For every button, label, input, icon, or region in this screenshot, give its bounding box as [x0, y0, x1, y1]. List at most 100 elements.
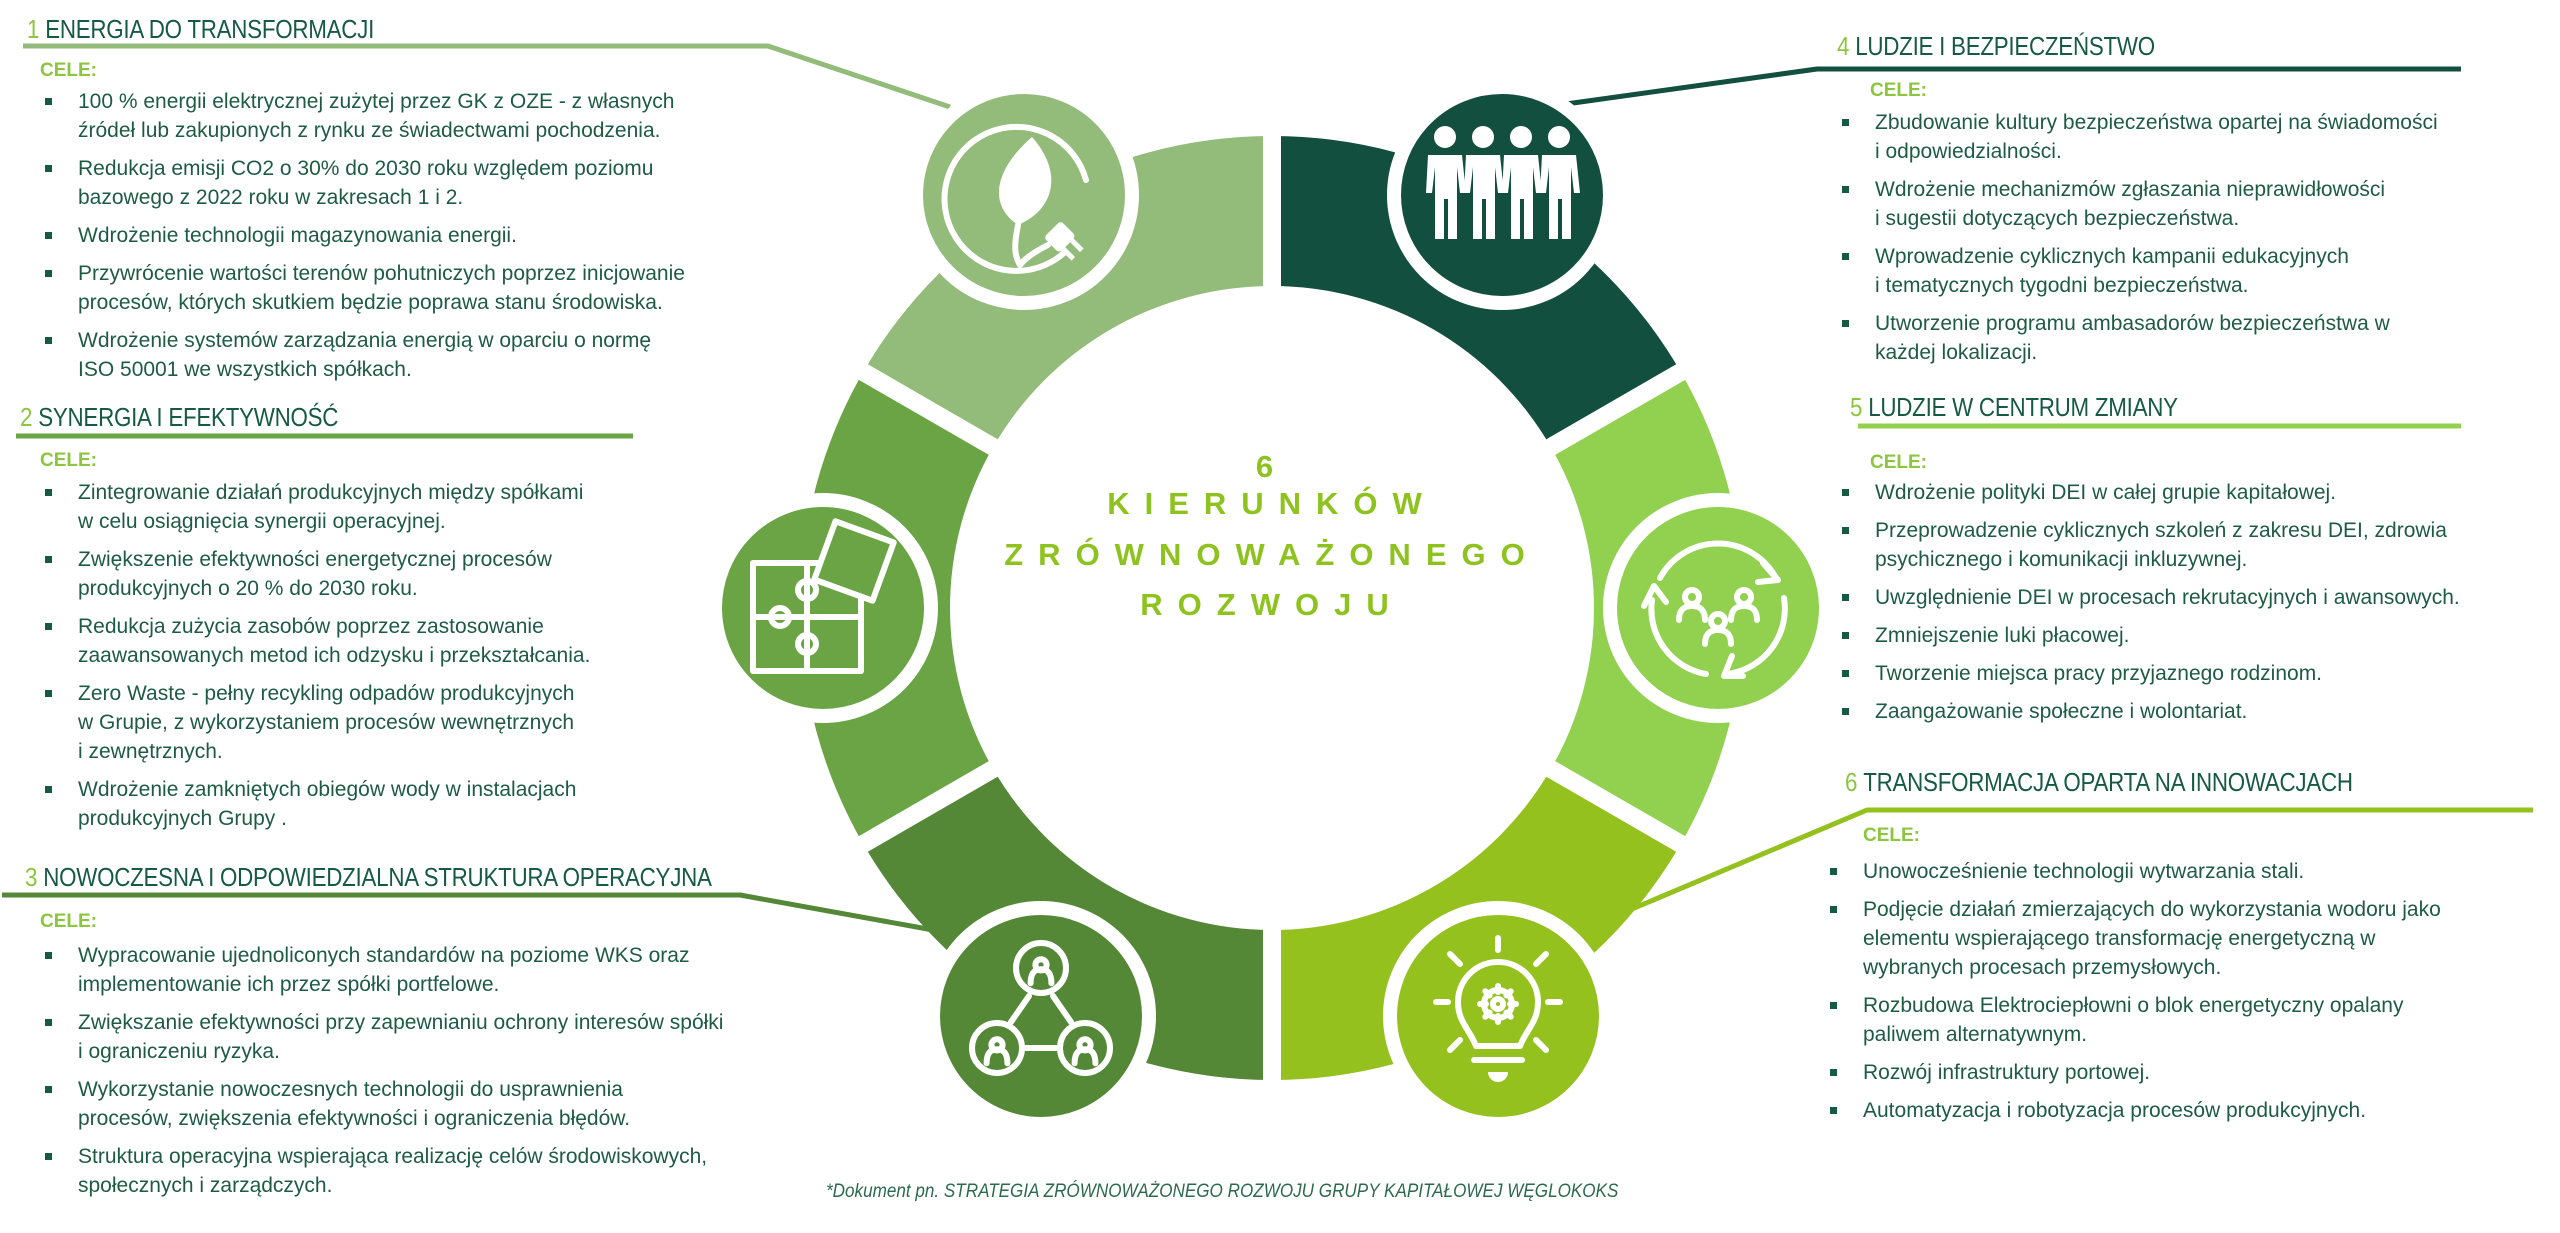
connector-line-3	[2, 892, 934, 933]
connector-line-4	[1565, 66, 2461, 107]
goal-item: Wprowadzenie cyklicznych kampanii edukac…	[1842, 242, 2438, 300]
goal-item: Zero Waste - pełny recykling odpadów pro…	[45, 679, 590, 766]
goal-text-line: Automatyzacja i robotyzacja procesów pro…	[1863, 1099, 2367, 1122]
goal-text-line: Wdrożenie zamkniętych obiegów wody w ins…	[78, 778, 577, 801]
goal-text-line: Zaangażowanie społeczne i wolontariat.	[1875, 700, 2248, 723]
goals-label: CELE:	[40, 911, 97, 932]
goal-item: Rozwój infrastruktury portowej.	[1830, 1058, 2441, 1087]
goal-text-line: Podjęcie działań zmierzających do wykorz…	[1863, 898, 2441, 921]
center-line-3: ROZWOJU	[1140, 587, 1404, 622]
goals-list: Unowocześnienie technologii wytwarzania …	[1830, 857, 2441, 1134]
puzzle-icon	[708, 493, 938, 723]
connector-line-6	[1593, 807, 2533, 928]
center-line-1: KIERUNKÓW	[1107, 486, 1437, 521]
goal-text-line: i zewnętrznych.	[78, 740, 223, 763]
goal-text-line: źródeł lub zakupionych z rynku ze świade…	[78, 119, 661, 142]
goal-text-line: produkcyjnych o 20 % do 2030 roku.	[78, 577, 418, 600]
goal-text-line: Rozwój infrastruktury portowej.	[1863, 1061, 2151, 1084]
goal-item: Zaangażowanie społeczne i wolontariat.	[1842, 697, 2460, 726]
square-bullet-icon	[45, 270, 52, 277]
goal-text-line: Rozbudowa Elektrociepłowni o blok energe…	[1863, 994, 2404, 1017]
goal-item: Zintegrowanie działań produkcyjnych międ…	[45, 478, 590, 536]
square-bullet-icon	[45, 952, 52, 959]
goals-list: 100 % energii elektrycznej zużytej przez…	[45, 87, 685, 393]
square-bullet-icon	[1842, 594, 1849, 601]
goal-item: Redukcja emisji CO2 o 30% do 2030 roku w…	[45, 154, 685, 212]
goal-text-line: Struktura operacyjna wspierająca realiza…	[78, 1145, 708, 1168]
goal-text-line: Wprowadzenie cyklicznych kampanii edukac…	[1875, 245, 2349, 268]
people-group-icon	[1387, 80, 1617, 310]
goal-text-line: bazowego z 2022 roku w zakresach 1 i 2.	[78, 186, 464, 209]
ring-gap	[1537, 359, 1694, 460]
square-bullet-icon	[1842, 320, 1849, 327]
goal-text-line: każdej lokalizacji.	[1875, 341, 2038, 364]
center-line-2: ZRÓWNOWAŻONEGO	[1004, 537, 1540, 572]
section-number: 1	[27, 14, 40, 44]
goal-text-line: ISO 50001 we wszystkich spółkach.	[78, 358, 412, 381]
goal-item: Automatyzacja i robotyzacja procesów pro…	[1830, 1096, 2441, 1125]
goal-item: Wdrożenie mechanizmów zgłaszania niepraw…	[1842, 175, 2438, 233]
goal-text-line: i ograniczeniu ryzyka.	[78, 1040, 280, 1063]
goal-item: Struktura operacyjna wspierająca realiza…	[45, 1142, 723, 1200]
section-title-text: LUDZIE W CENTRUM ZMIANY	[1868, 392, 2178, 422]
section-title-text: LUDZIE I BEZPIECZEŃSTWO	[1855, 31, 2155, 61]
goal-item: Zbudowanie kultury bezpieczeństwa oparte…	[1842, 108, 2438, 166]
center-number: 6	[1255, 449, 1289, 484]
goal-text-line: Wdrożenie technologii magazynowania ener…	[78, 224, 517, 247]
section-title-text: TRANSFORMACJA OPARTA NA INNOWACJACH	[1863, 767, 2353, 797]
goal-item: Utworzenie programu ambasadorów bezpiecz…	[1842, 309, 2438, 367]
goal-item: Redukcja zużycia zasobów poprzez zastoso…	[45, 612, 590, 670]
goal-text-line: Zwiększenie efektywności energetycznej p…	[78, 548, 552, 571]
goal-item: Przywrócenie wartości terenów pohutniczy…	[45, 259, 685, 317]
square-bullet-icon	[1842, 708, 1849, 715]
goal-text-line: Unowocześnienie technologii wytwarzania …	[1863, 860, 2305, 883]
goal-text-line: Wykorzystanie nowoczesnych technologii d…	[78, 1078, 623, 1101]
goal-text-line: w celu osiągnięcia synergii operacyjnej.	[78, 510, 446, 533]
goals-list: Wypracowanie ujednoliconych standardów n…	[45, 941, 723, 1209]
square-bullet-icon	[1830, 1107, 1837, 1114]
section-title-text: ENERGIA DO TRANSFORMACJI	[45, 14, 375, 44]
goal-text-line: Wypracowanie ujednoliconych standardów n…	[78, 944, 690, 967]
goals-list: Wdrożenie polityki DEI w całej grupie ka…	[1842, 478, 2460, 735]
goal-item: Podjęcie działań zmierzających do wykorz…	[1830, 895, 2441, 982]
square-bullet-icon	[45, 232, 52, 239]
goal-text-line: Przywrócenie wartości terenów pohutniczy…	[78, 262, 685, 285]
goal-text-line: Redukcja zużycia zasobów poprzez zastoso…	[78, 615, 544, 638]
goal-item: Wypracowanie ujednoliconych standardów n…	[45, 941, 723, 999]
square-bullet-icon	[45, 337, 52, 344]
goal-text-line: Redukcja emisji CO2 o 30% do 2030 roku w…	[78, 157, 654, 180]
section-title-text: NOWOCZESNA I ODPOWIEDZIALNA STRUKTURA OP…	[43, 862, 712, 892]
section-number: 5	[1850, 392, 1863, 422]
goal-text-line: procesów, zwiększenia efektywności i ogr…	[78, 1107, 631, 1130]
goal-text-line: Uwzględnienie DEI w procesach rekrutacyj…	[1875, 586, 2460, 609]
square-bullet-icon	[1842, 119, 1849, 126]
goal-text-line: Zintegrowanie działań produkcyjnych międ…	[78, 481, 584, 504]
goal-text-line: i odpowiedzialności.	[1875, 140, 2062, 163]
goal-text-line: produkcyjnych Grupy .	[78, 807, 287, 830]
square-bullet-icon	[1842, 527, 1849, 534]
square-bullet-icon	[45, 165, 52, 172]
section-number: 3	[25, 862, 38, 892]
goal-text-line: 100 % energii elektrycznej zużytej przez…	[78, 90, 675, 113]
square-bullet-icon	[45, 489, 52, 496]
goal-text-line: i sugestii dotyczących bezpieczeństwa.	[1875, 207, 2240, 230]
goal-text-line: i tematycznych tygodni bezpieczeństwa.	[1875, 274, 2249, 297]
lightbulb-gear-icon	[1383, 901, 1613, 1131]
goal-text-line: Wdrożenie mechanizmów zgłaszania niepraw…	[1875, 178, 2386, 201]
square-bullet-icon	[1830, 906, 1837, 913]
goal-text-line: paliwem alternatywnym.	[1863, 1023, 2088, 1046]
goal-text-line: Przeprowadzenie cyklicznych szkoleń z za…	[1875, 519, 2447, 542]
goals-label: CELE:	[1870, 452, 1927, 473]
goal-text-line: społecznych i zarządczych.	[78, 1174, 333, 1197]
square-bullet-icon	[1830, 868, 1837, 875]
goal-item: Przeprowadzenie cyklicznych szkoleń z za…	[1842, 516, 2460, 574]
goal-text-line: implementowanie ich przez spółki portfel…	[78, 973, 500, 996]
goals-label: CELE:	[40, 450, 97, 471]
goal-item: Wdrożenie polityki DEI w całej grupie ka…	[1842, 478, 2460, 507]
leaf-plug-icon	[909, 80, 1139, 310]
goal-text-line: psychicznego i komunikacji inkluzywnej.	[1875, 548, 2248, 571]
goal-item: Wdrożenie zamkniętych obiegów wody w ins…	[45, 775, 590, 833]
